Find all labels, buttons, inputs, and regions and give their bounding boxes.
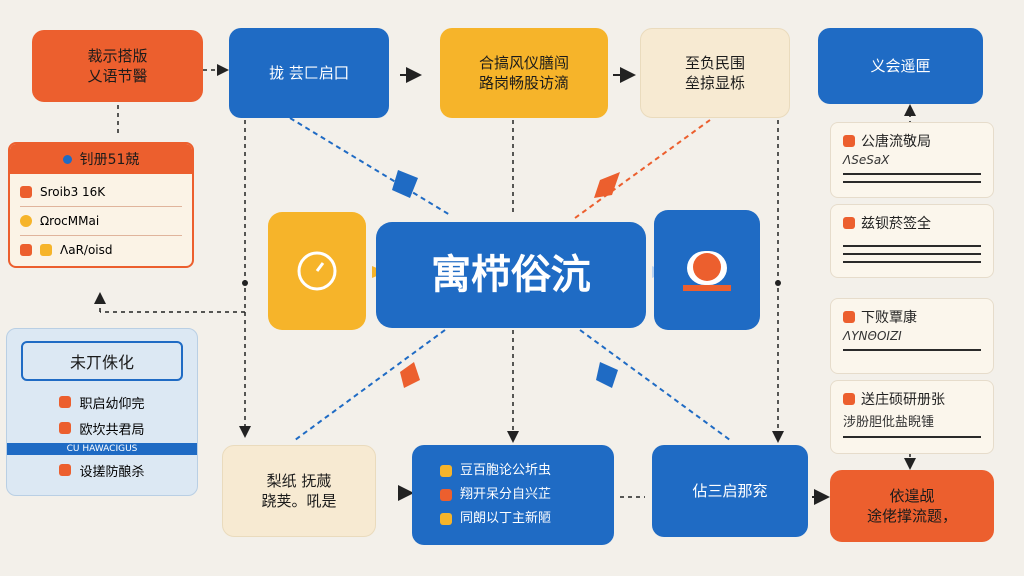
top-node-4-line1: 至负民围 xyxy=(684,53,745,72)
right-card-title: 送庄硕研册张 xyxy=(861,392,945,408)
diamond-blue-bottom xyxy=(596,362,618,388)
clock-icon xyxy=(297,251,337,291)
bottom-list-item-label: 豆百胞论公圻虫 xyxy=(460,463,552,479)
center-left-icon-box[interactable] xyxy=(268,212,366,330)
left-panel: 钊册51兢 Sroib3 16K ΩrocMMai ΛaR/oisd xyxy=(8,142,194,268)
bottom-list-item[interactable]: 豆百胞论公圻虫 xyxy=(440,459,551,483)
left-panel-item[interactable]: ΛaR/oisd xyxy=(20,236,182,264)
square-icon xyxy=(440,465,452,477)
bottom-node-1[interactable]: 梨纸 抚蒇 跷荚。吼是 xyxy=(222,445,376,537)
top-node-1-line1: 裁示搭版 xyxy=(87,46,148,65)
right-card-title: 下败覃康 xyxy=(861,310,917,326)
top-node-3-line1: 合搞风仪膳闯 xyxy=(478,53,569,72)
bottom-node-3[interactable]: 佔三启那兖 xyxy=(652,445,808,537)
right-card-sub: ΛSeSaX xyxy=(843,153,890,167)
square-icon xyxy=(843,311,855,323)
left-bottom-panel: 未丌侏化 职启幼仰完 欧坎共君局 CU HAWACIGUS 设搓防酿杀 xyxy=(6,328,198,496)
square-icon xyxy=(440,513,452,525)
diamond-orange-top xyxy=(594,172,620,198)
square-icon xyxy=(843,135,855,147)
top-node-1-line2: 乂语节醫 xyxy=(87,67,148,85)
right-card-title: 兹钡菸签全 xyxy=(861,216,931,232)
top-node-5-line1: 义会遥匣 xyxy=(870,56,931,75)
top-node-5[interactable]: 义会遥匣 xyxy=(818,28,983,104)
left-panel-title: 钊册51兢 xyxy=(79,152,140,168)
diag-top-right xyxy=(574,119,711,219)
left-bottom-tag: CU HAWACIGUS xyxy=(7,443,197,455)
left-panel-item-label: ΩrocMMai xyxy=(40,214,100,228)
square-icon xyxy=(843,393,855,405)
top-node-3-line2: 路岗畅股访滴 xyxy=(478,74,569,92)
bottom-list-item[interactable]: 翔开呆分自兴芷 xyxy=(440,483,551,507)
left-bottom-item-label: 职启幼仰完 xyxy=(79,396,145,412)
left-bottom-item[interactable]: 职启幼仰完 xyxy=(21,389,183,415)
left-panel-header: 钊册51兢 xyxy=(10,144,192,174)
square-icon xyxy=(843,217,855,229)
left-bottom-item-label: 欧坎共君局 xyxy=(79,422,145,438)
right-card-title: 公唐流敬局 xyxy=(861,134,931,150)
bottom-node-1-line1: 梨纸 抚蒇 xyxy=(266,471,332,490)
left-bottom-panel-title: 未丌侏化 xyxy=(21,341,183,381)
top-node-4-line2: 垒掠显栎 xyxy=(684,74,745,92)
center-title-box[interactable]: 寓栉俗沆 xyxy=(376,222,646,328)
right-card-3[interactable]: 下败覃康 ΛΥΝΘΟΙΖΙ xyxy=(830,298,994,374)
diag-bottom-left xyxy=(294,329,446,441)
square-icon xyxy=(59,396,72,408)
left-bottom-item-label: 设搓防酿杀 xyxy=(79,464,145,480)
bottom-list-item-label: 同朗以丁主新陋 xyxy=(460,511,552,527)
left-panel-item-label: Sroib3 16K xyxy=(40,185,106,199)
top-node-1[interactable]: 裁示搭版 乂语节醫 xyxy=(32,30,203,102)
right-card-sub: ΛΥΝΘΟΙΖΙ xyxy=(843,329,902,343)
square-icon xyxy=(20,186,32,198)
left-panel-item[interactable]: ΩrocMMai xyxy=(20,207,182,236)
panel-dot-icon xyxy=(62,154,72,164)
top-node-2[interactable]: 拢 芸匚启囗 xyxy=(229,28,389,118)
diamond-blue-top xyxy=(392,170,418,198)
center-title: 寓栉俗沆 xyxy=(431,252,591,298)
bottom-node-4[interactable]: 依遑觇 途佬撑流题， xyxy=(830,470,994,542)
bottom-list-item[interactable]: 同朗以丁主新陋 xyxy=(440,507,551,531)
bottom-node-4-line1: 依遑觇 xyxy=(889,486,935,505)
square-icon xyxy=(440,489,452,501)
diamond-orange-bottom xyxy=(400,362,420,388)
square-icon xyxy=(20,244,32,256)
right-card-4[interactable]: 送庄硕研册张 涉朌胆仳盐睨锺 xyxy=(830,380,994,454)
top-node-3[interactable]: 合搞风仪膳闯 路岗畅股访滴 xyxy=(440,28,608,118)
square-icon xyxy=(59,422,72,434)
left-bottom-item[interactable]: 设搓防酿杀 xyxy=(21,457,183,483)
diag-bottom-right xyxy=(579,329,731,441)
right-card-sub: 涉朌胆仳盐睨锺 xyxy=(843,415,935,430)
square-icon xyxy=(59,464,72,476)
left-panel-item-label: ΛaR/oisd xyxy=(60,243,113,257)
top-node-4[interactable]: 至负民围 垒掠显栎 xyxy=(640,28,790,118)
top-node-2-line1: 拢 芸匚启囗 xyxy=(269,63,349,82)
alarm-icon xyxy=(683,251,731,291)
square-icon xyxy=(40,244,52,256)
bottom-node-1-line2: 跷荚。吼是 xyxy=(261,492,337,510)
bottom-list-item-label: 翔开呆分自兴芷 xyxy=(460,487,552,503)
bottom-node-3-line1: 佔三启那兖 xyxy=(692,481,768,500)
left-bottom-item[interactable]: 欧坎共君局 xyxy=(21,415,183,441)
bottom-node-4-line2: 途佬撑流题， xyxy=(866,507,957,525)
center-right-icon-box[interactable] xyxy=(654,210,760,330)
right-card-1[interactable]: 公唐流敬局 ΛSeSaX xyxy=(830,122,994,198)
left-panel-item[interactable]: Sroib3 16K xyxy=(20,178,182,207)
circle-icon xyxy=(20,215,32,227)
right-card-2[interactable]: 兹钡菸签全 xyxy=(830,204,994,278)
bottom-node-2[interactable]: 豆百胞论公圻虫 翔开呆分自兴芷 同朗以丁主新陋 xyxy=(412,445,614,545)
diag-top-left xyxy=(289,117,451,216)
